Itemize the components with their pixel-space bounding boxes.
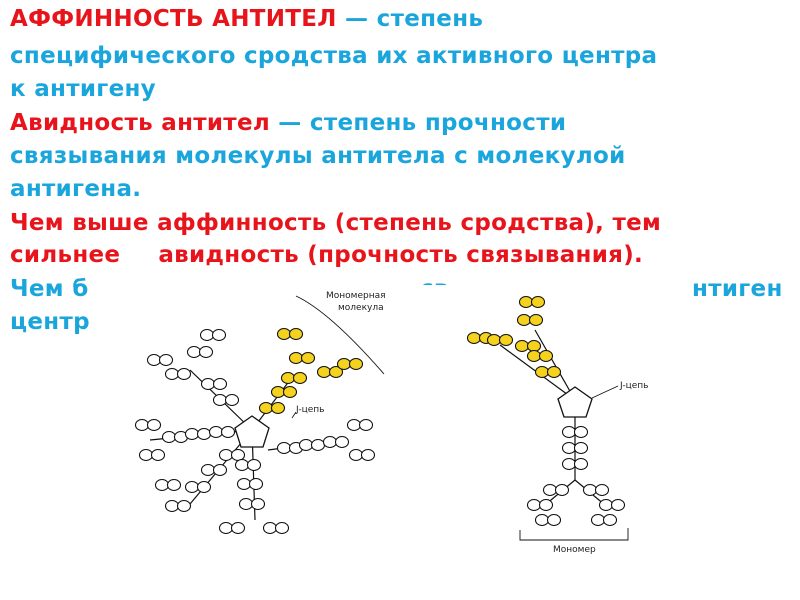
heavy-chain-domain xyxy=(184,480,212,494)
heavy-chain-domain xyxy=(298,438,326,452)
monomer-igg: J-цепь Мономер xyxy=(466,295,648,555)
heavy-chain-domain xyxy=(322,435,350,449)
pentamer-igm: J-цепь Мономерная молекула xyxy=(134,291,386,535)
j-chain-label-right: J-цепь xyxy=(619,381,648,391)
hidden-line-2-left: центр xyxy=(10,309,90,335)
heavy-chain-domain xyxy=(212,393,240,407)
heavy-chain-domain xyxy=(542,483,570,497)
affinity-definition-line-1: АФФИННОСТЬ АНТИТЕЛ — степень xyxy=(10,4,483,34)
heavy-chain-domain xyxy=(161,430,189,444)
j-chain-pentagon-monomer xyxy=(557,386,593,418)
monomer-bracket xyxy=(295,295,385,375)
relation-stronger: сильнее xyxy=(10,242,121,268)
heavy-chain-domain xyxy=(200,463,228,477)
avidity-dash: — xyxy=(270,110,310,136)
relation-line-1: Чем выше аффинность (степень сродства), … xyxy=(10,210,662,236)
heavy-chain-domain xyxy=(262,521,290,535)
heavy-chain-domain xyxy=(582,483,610,497)
affinity-definition-line-3: к антигену xyxy=(10,76,156,102)
avidity-definition-line-1: Авидность антител — степень прочности xyxy=(10,108,566,138)
heavy-chain-domain xyxy=(184,427,212,441)
hidden-line-1-left: Чем б xyxy=(10,276,89,302)
heavy-chain-domain xyxy=(200,377,228,391)
heavy-chain-domain xyxy=(598,498,626,512)
figure-mask-right xyxy=(450,284,690,374)
heavy-chain-domain xyxy=(348,448,376,462)
antigen-bound-domain xyxy=(280,371,308,385)
heavy-chain-domain xyxy=(208,425,236,439)
heavy-chain-domain xyxy=(154,478,182,492)
heavy-chain-domain xyxy=(346,418,374,432)
affinity-definition-start: степень xyxy=(376,6,484,32)
heavy-chain-domain xyxy=(234,458,262,472)
avidity-definition-start: степень прочности xyxy=(309,110,567,136)
monomeric-molecule-label-1: Мономерная xyxy=(326,291,386,301)
heavy-chain-domain xyxy=(526,498,554,512)
heavy-chain-domain xyxy=(164,499,192,513)
monomer-bottom-bracket xyxy=(519,528,629,541)
relation-line-2: сильнее авидность (прочность связывания). xyxy=(10,240,643,270)
monomeric-molecule-label-2: молекула xyxy=(338,303,384,313)
heavy-chain-domain xyxy=(134,418,162,432)
heavy-chain-domain xyxy=(238,497,266,511)
affinity-term: АФФИННОСТЬ АНТИТЕЛ xyxy=(10,6,337,32)
affinity-definition-line-2: специфического сродства их активного цен… xyxy=(10,43,658,69)
avidity-definition-line-2: связывания молекулы антитела с молекулой xyxy=(10,143,626,169)
monomer-label: Мономер xyxy=(553,545,596,555)
hidden-line-1-right: нтиген xyxy=(692,276,783,302)
heavy-chain-domain xyxy=(236,477,264,491)
avidity-definition-line-3: антигена. xyxy=(10,176,142,202)
heavy-chain-domain xyxy=(218,521,246,535)
affinity-dash: — xyxy=(336,6,377,32)
heavy-chain-domain xyxy=(138,448,166,462)
heavy-chain-domain xyxy=(590,513,618,527)
j-chain-pentagon xyxy=(234,415,270,448)
heavy-chain-domain xyxy=(276,441,304,455)
avidity-term: Авидность антител xyxy=(10,110,270,136)
relation-avidity: авидность (прочность связывания). xyxy=(158,242,644,268)
j-chain-label-left: J-цепь xyxy=(295,405,324,415)
heavy-chain-domain xyxy=(534,513,562,527)
heavy-chain-domain xyxy=(218,448,246,462)
